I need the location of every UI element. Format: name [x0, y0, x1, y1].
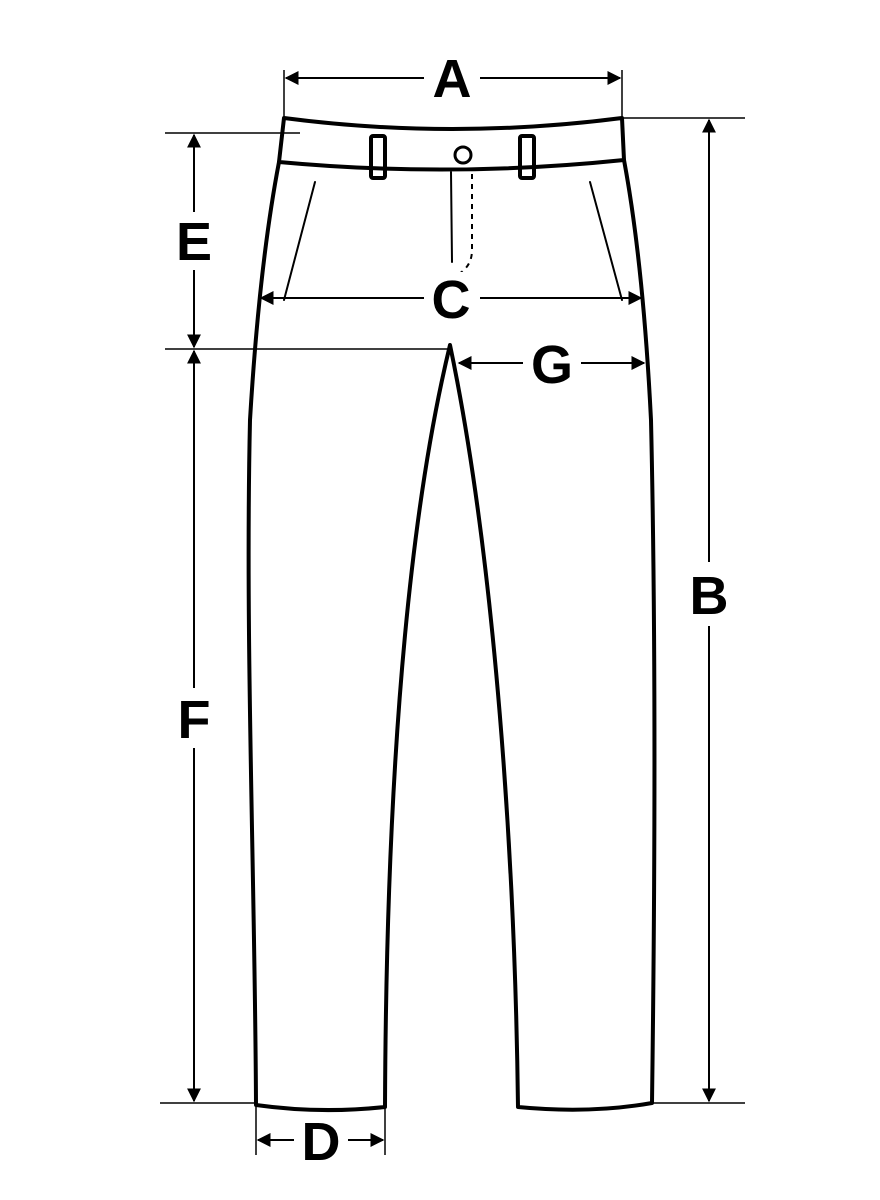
pocket-right: [589, 181, 623, 301]
dimension-e: E: [168, 133, 220, 349]
fly-seam: [450, 171, 453, 263]
dimension-b-label: B: [690, 566, 729, 626]
dimension-d-label: D: [302, 1112, 341, 1172]
dimension-f-label: F: [178, 690, 211, 750]
dimension-f: F: [168, 349, 220, 1103]
dimension-c: C: [259, 270, 643, 330]
waist-button: [453, 145, 473, 165]
dimension-b: B: [684, 118, 736, 1103]
pocket-left: [283, 181, 316, 301]
belt-loop-right: [518, 134, 536, 180]
belt-loop-left: [369, 134, 387, 180]
pants-illustration: [246, 116, 657, 1113]
dimension-e-label: E: [176, 212, 212, 272]
dimension-g-label: G: [531, 335, 573, 395]
dimension-a: A: [284, 49, 622, 109]
dimension-c-label: C: [432, 270, 471, 330]
dimension-d: D: [256, 1112, 385, 1172]
dimension-g: G: [457, 335, 646, 395]
dimension-a-label: A: [433, 49, 472, 109]
extension-lines: [160, 70, 745, 1155]
fly-stitching: [454, 174, 473, 277]
trouser-outline: [246, 158, 657, 1113]
waistband: [277, 116, 626, 172]
